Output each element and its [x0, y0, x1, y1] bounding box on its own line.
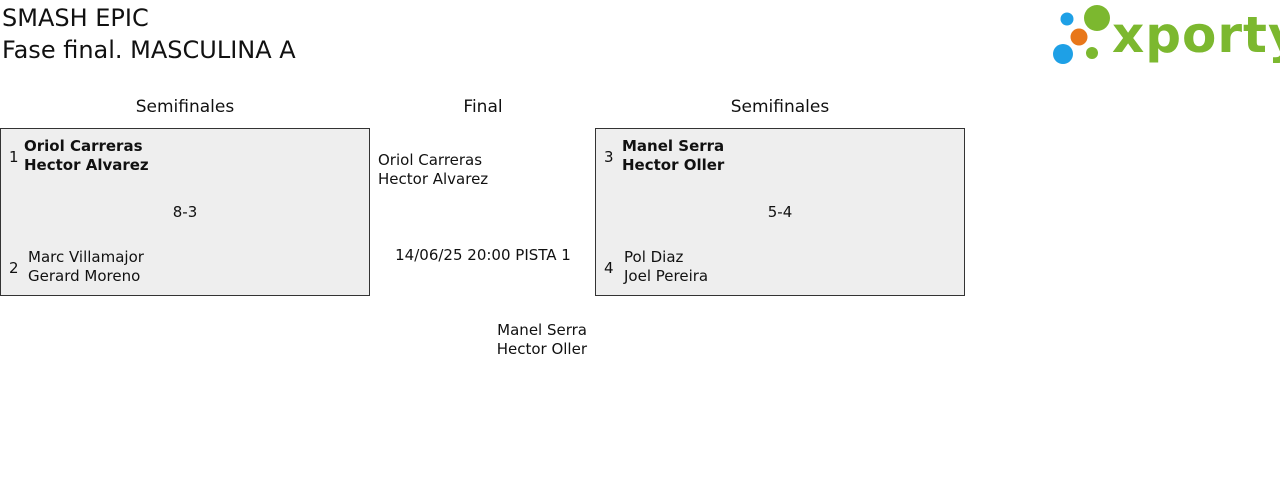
tournament-title: SMASH EPIC [2, 4, 149, 32]
team-seed: 4 [604, 259, 614, 277]
xporty-logo: xporty [1050, 3, 1280, 67]
team-player-name: Oriol Carreras [24, 137, 143, 155]
round-label-left: Semifinales [135, 97, 235, 117]
team-player-name: Pol Diaz [624, 248, 684, 266]
team-player-name: Gerard Moreno [28, 267, 141, 285]
team-player-name: Marc Villamajor [28, 248, 144, 266]
semifinal-left-box[interactable]: 1 Oriol Carreras Hector Alvarez 8-3 2 Ma… [0, 128, 370, 296]
xporty-dots-icon [1053, 5, 1110, 64]
round-label-right: Semifinales [730, 97, 830, 117]
final-team1-player: Oriol Carreras [378, 151, 483, 169]
final-team2-player: Manel Serra [497, 321, 587, 339]
team-seed: 3 [604, 148, 614, 166]
final-team2-player: Hector Oller [496, 340, 587, 358]
team-seed: 2 [9, 259, 19, 277]
round-label-final: Final [463, 97, 503, 117]
match-score: 8-3 [172, 203, 198, 221]
team-player-name: Manel Serra [622, 137, 725, 155]
team-player-name: Hector Alvarez [24, 156, 149, 174]
team-seed: 1 [9, 148, 19, 166]
team-player-name: Joel Pereira [624, 267, 709, 285]
xporty-logo-text: xporty [1112, 6, 1280, 64]
final-schedule: 14/06/25 20:00 PISTA 1 [395, 246, 571, 264]
final-team1-player: Hector Alvarez [378, 170, 489, 188]
match-score: 5-4 [767, 203, 793, 221]
semifinal-right-box[interactable]: 3 Manel Serra Hector Oller 5-4 4 Pol Dia… [595, 128, 965, 296]
phase-title: Fase final. MASCULINA A [2, 36, 296, 64]
team-player-name: Hector Oller [622, 156, 725, 174]
